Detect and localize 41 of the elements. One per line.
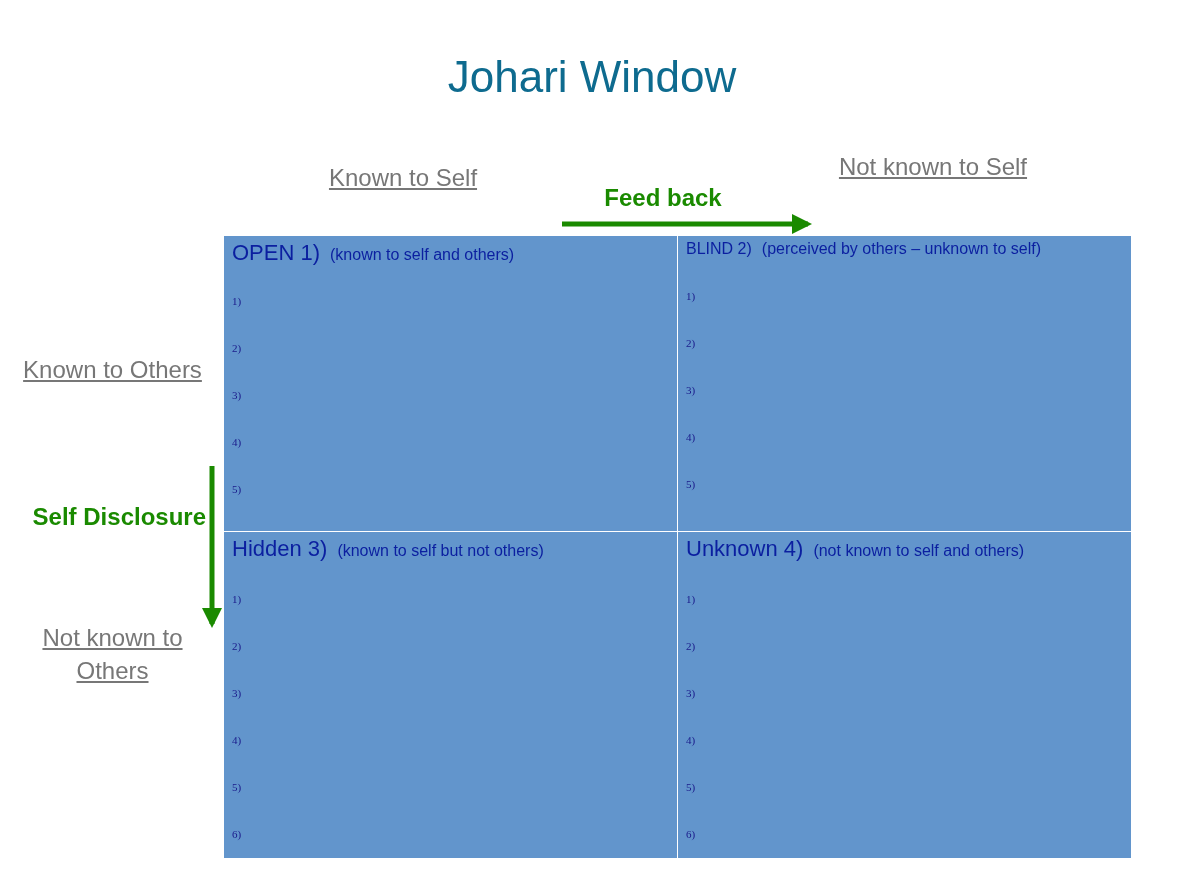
quadrant-description: (known to self but not others) [337, 542, 544, 559]
quadrant-heading: Unknown 4) [686, 536, 804, 561]
title: Johari Window [446, 52, 738, 102]
list-number: 1) [686, 290, 696, 302]
direction-label: Self Disclosure [31, 502, 206, 532]
list-number: 6) [232, 828, 242, 840]
list-number: 1) [686, 593, 696, 605]
list-number: 1) [232, 593, 242, 605]
list-number: 2) [232, 640, 242, 652]
list-number: 2) [232, 342, 242, 354]
quadrant-panel [678, 532, 1131, 858]
list-number: 6) [686, 828, 696, 840]
quadrant-description: (perceived by others – unknown to self) [761, 240, 1042, 257]
list-number: 2) [686, 337, 696, 349]
quadrant-panel [224, 532, 677, 858]
quadrant-description: (known to self and others) [330, 246, 515, 263]
list-number: 5) [232, 781, 242, 793]
axis-label: Known to Others [22, 355, 203, 385]
list-number: 4) [686, 734, 696, 746]
list-number: 3) [686, 384, 696, 396]
list-number: 4) [232, 436, 242, 448]
list-number: 4) [232, 734, 242, 746]
direction-label: Feed back [603, 183, 723, 213]
quadrant-panel [678, 236, 1131, 531]
quadrant-panel [224, 236, 677, 531]
axis-label: Not known to Others [41, 623, 184, 686]
list-number: 4) [686, 431, 696, 443]
axis-label: Known to Self [327, 163, 479, 193]
quadrant-description: (not known to self and others) [813, 542, 1025, 559]
list-number: 1) [232, 295, 242, 307]
axis-label: Not known to Self [837, 152, 1029, 182]
list-number: 5) [232, 483, 242, 495]
quadrant-heading: OPEN 1) [232, 240, 321, 265]
list-number: 3) [232, 389, 242, 401]
list-number: 3) [686, 687, 696, 699]
list-number: 2) [686, 640, 696, 652]
list-number: 3) [232, 687, 242, 699]
list-number: 5) [686, 478, 696, 490]
quadrant-heading: Hidden 3) [232, 536, 328, 561]
list-number: 5) [686, 781, 696, 793]
quadrant-heading: BLIND 2) [686, 240, 752, 257]
